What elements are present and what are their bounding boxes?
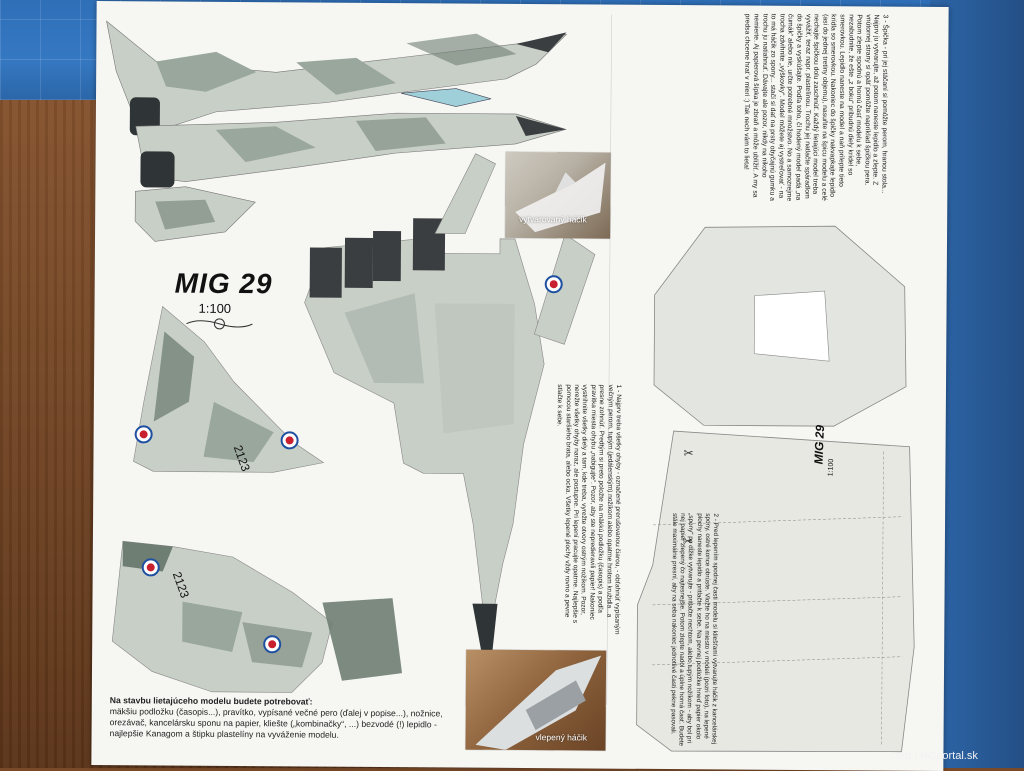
watermark: corp | RCportal.sk — [890, 750, 978, 762]
lower-left-wing: 2123 — [111, 540, 402, 693]
cutout-artwork: 2123 2123 ✂ ✂ — [106, 14, 915, 753]
materials-body: mäkšiu podložku (časopis...), pravítko, … — [109, 706, 443, 740]
instructions-step1: 1 - Najprv treba všetky ohyby - označené… — [555, 384, 623, 635]
tab-title: MIG 29 — [811, 424, 828, 465]
left-wing-pieces: 2123 — [133, 305, 325, 473]
engine-nozzle-icon — [140, 151, 175, 188]
photo-glued-hook: vlepený háčik — [465, 649, 607, 751]
scissors-icon: ✂ — [683, 534, 693, 548]
paper-model-sheet: 2123 2123 ✂ ✂ — [91, 1, 949, 771]
divider — [606, 14, 612, 705]
engine-intake-icon — [309, 247, 342, 298]
photo-caption-top: vytvarovaný háčik — [519, 213, 587, 225]
materials-note: Na stavbu lietajúceho modelu budete potr… — [110, 695, 470, 742]
brand-logo — [184, 317, 254, 331]
engine-intake-icon — [344, 237, 374, 288]
photo-shaped-hook: vytvarovaný háčik — [505, 151, 611, 239]
fuselage-tab-cutout: ✂ ✂ — [636, 430, 915, 753]
model-scale: 1:100 — [198, 300, 232, 316]
instructions-step3: 3 - Špička - pri jej stáčaní si pomôžte … — [743, 13, 889, 202]
scissors-icon: ✂ — [683, 446, 693, 460]
fuselage-top-view — [106, 20, 568, 242]
fuselage-bottom-view — [304, 153, 596, 656]
materials-head: Na stavbu lietajúceho modelu budete potr… — [109, 695, 313, 707]
engine-intake-icon — [372, 230, 402, 282]
instructions-step2: 2 - Pred lepením spodnej časti modelu si… — [669, 513, 720, 747]
photo-caption-bottom: vlepený háčik — [535, 732, 588, 743]
model-title: MIG 29 — [174, 267, 273, 300]
octagon-cutout — [653, 225, 907, 427]
tab-scale: 1:100 — [827, 458, 836, 477]
